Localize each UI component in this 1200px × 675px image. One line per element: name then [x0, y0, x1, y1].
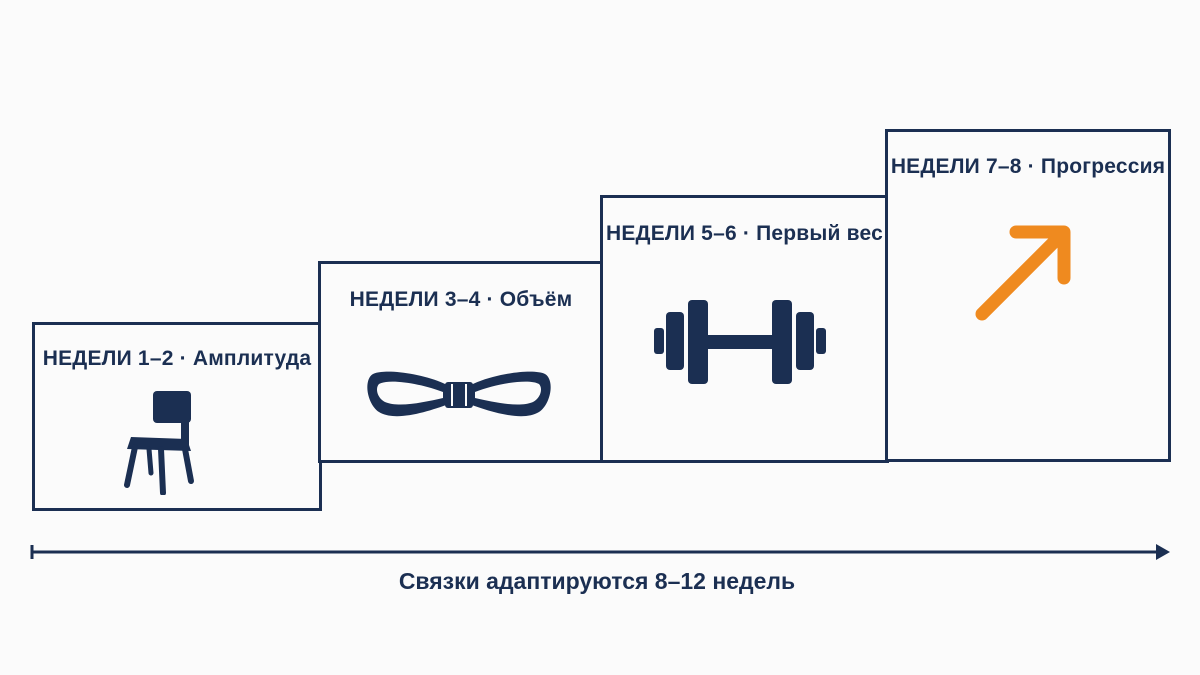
step-title: НЕДЕЛИ 1–2 · Амплитуда [42, 347, 312, 370]
arrow-up-right-icon [975, 225, 1071, 321]
chair-icon [124, 391, 194, 495]
step-weeks-1-2: НЕДЕЛИ 1–2 · Амплитуда [32, 322, 322, 511]
step-title: НЕДЕЛИ 5–6 · Первый вес [605, 222, 883, 245]
step-weeks-5-6: НЕДЕЛИ 5–6 · Первый вес [600, 195, 889, 463]
step-weeks-7-8: НЕДЕЛИ 7–8 · Прогрессия [885, 129, 1171, 462]
timeline-label: Связки адаптируются 8–12 недель [398, 568, 796, 594]
timeline-arrow [30, 544, 1170, 560]
step-title: НЕДЕЛИ 3–4 · Объём [349, 288, 573, 311]
step-weeks-3-4: НЕДЕЛИ 3–4 · Объём [318, 261, 604, 463]
dumbbell-icon [654, 300, 826, 384]
resistance-band-icon [367, 371, 551, 417]
step-title: НЕДЕЛИ 7–8 · Прогрессия [890, 155, 1166, 178]
